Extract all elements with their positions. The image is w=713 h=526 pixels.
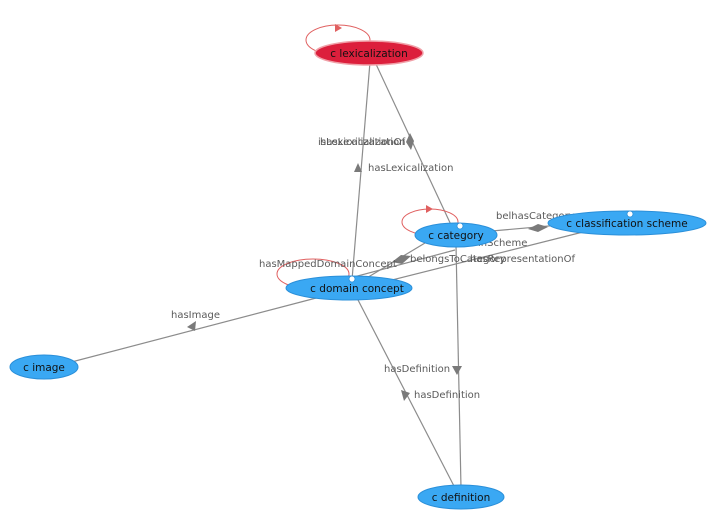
arrow-head <box>401 390 410 401</box>
edge-label: hasLexicalization <box>320 137 405 148</box>
node-shape <box>285 275 413 301</box>
edge-label: belhasCategory <box>496 211 575 222</box>
node-classification-scheme[interactable]: c classification scheme <box>547 210 707 236</box>
edge-label: inScheme <box>478 238 527 249</box>
node-category[interactable]: c category <box>414 222 498 248</box>
node-label: c category <box>428 230 484 242</box>
edge-label: hasLexicalization <box>368 163 453 174</box>
diamond-marker <box>392 255 411 264</box>
edge-label: hasDefinition <box>384 364 450 375</box>
edge-label: hasMappedDomainConcept <box>259 259 397 270</box>
edge-label: hasImage <box>171 310 220 321</box>
arrow-head <box>187 321 196 331</box>
diamond-marker <box>406 133 414 150</box>
node-shape <box>417 484 505 510</box>
edge-line-domain-scheme[interactable] <box>379 231 584 284</box>
arrow-head <box>452 366 462 375</box>
node-label: c domain concept <box>310 283 404 295</box>
node-shape <box>414 222 498 248</box>
edge-label: isLexicalizationOf <box>318 137 406 148</box>
edge-label: hasDefinition <box>414 390 480 401</box>
edge-line-category-lexicalization[interactable] <box>374 61 453 228</box>
node-label: c definition <box>432 492 491 504</box>
edge-label: belongsToCategory <box>410 254 506 265</box>
node-label: c classification scheme <box>566 218 687 230</box>
node-domain-concept[interactable]: c domain concept <box>285 275 413 301</box>
diamond-marker <box>528 224 548 232</box>
node-shape <box>9 354 79 380</box>
node-lexicalization[interactable]: c lexicalization <box>314 40 424 66</box>
edge-line-hasImage[interactable] <box>59 296 321 366</box>
node-shape <box>314 40 424 66</box>
arrow-head <box>354 163 362 172</box>
port-dot <box>626 210 634 218</box>
edge-label: hasRepresentationOf <box>470 254 575 265</box>
node-definition[interactable]: c definition <box>417 484 505 510</box>
node-label: c image <box>23 362 65 374</box>
self-loop-arrow <box>335 24 342 32</box>
node-label: c lexicalization <box>330 48 408 60</box>
port-dot <box>348 275 356 283</box>
node-image[interactable]: c image <box>9 354 79 380</box>
node-shape <box>547 210 707 236</box>
port-dot <box>456 222 464 230</box>
self-loop-arrow <box>426 205 433 213</box>
